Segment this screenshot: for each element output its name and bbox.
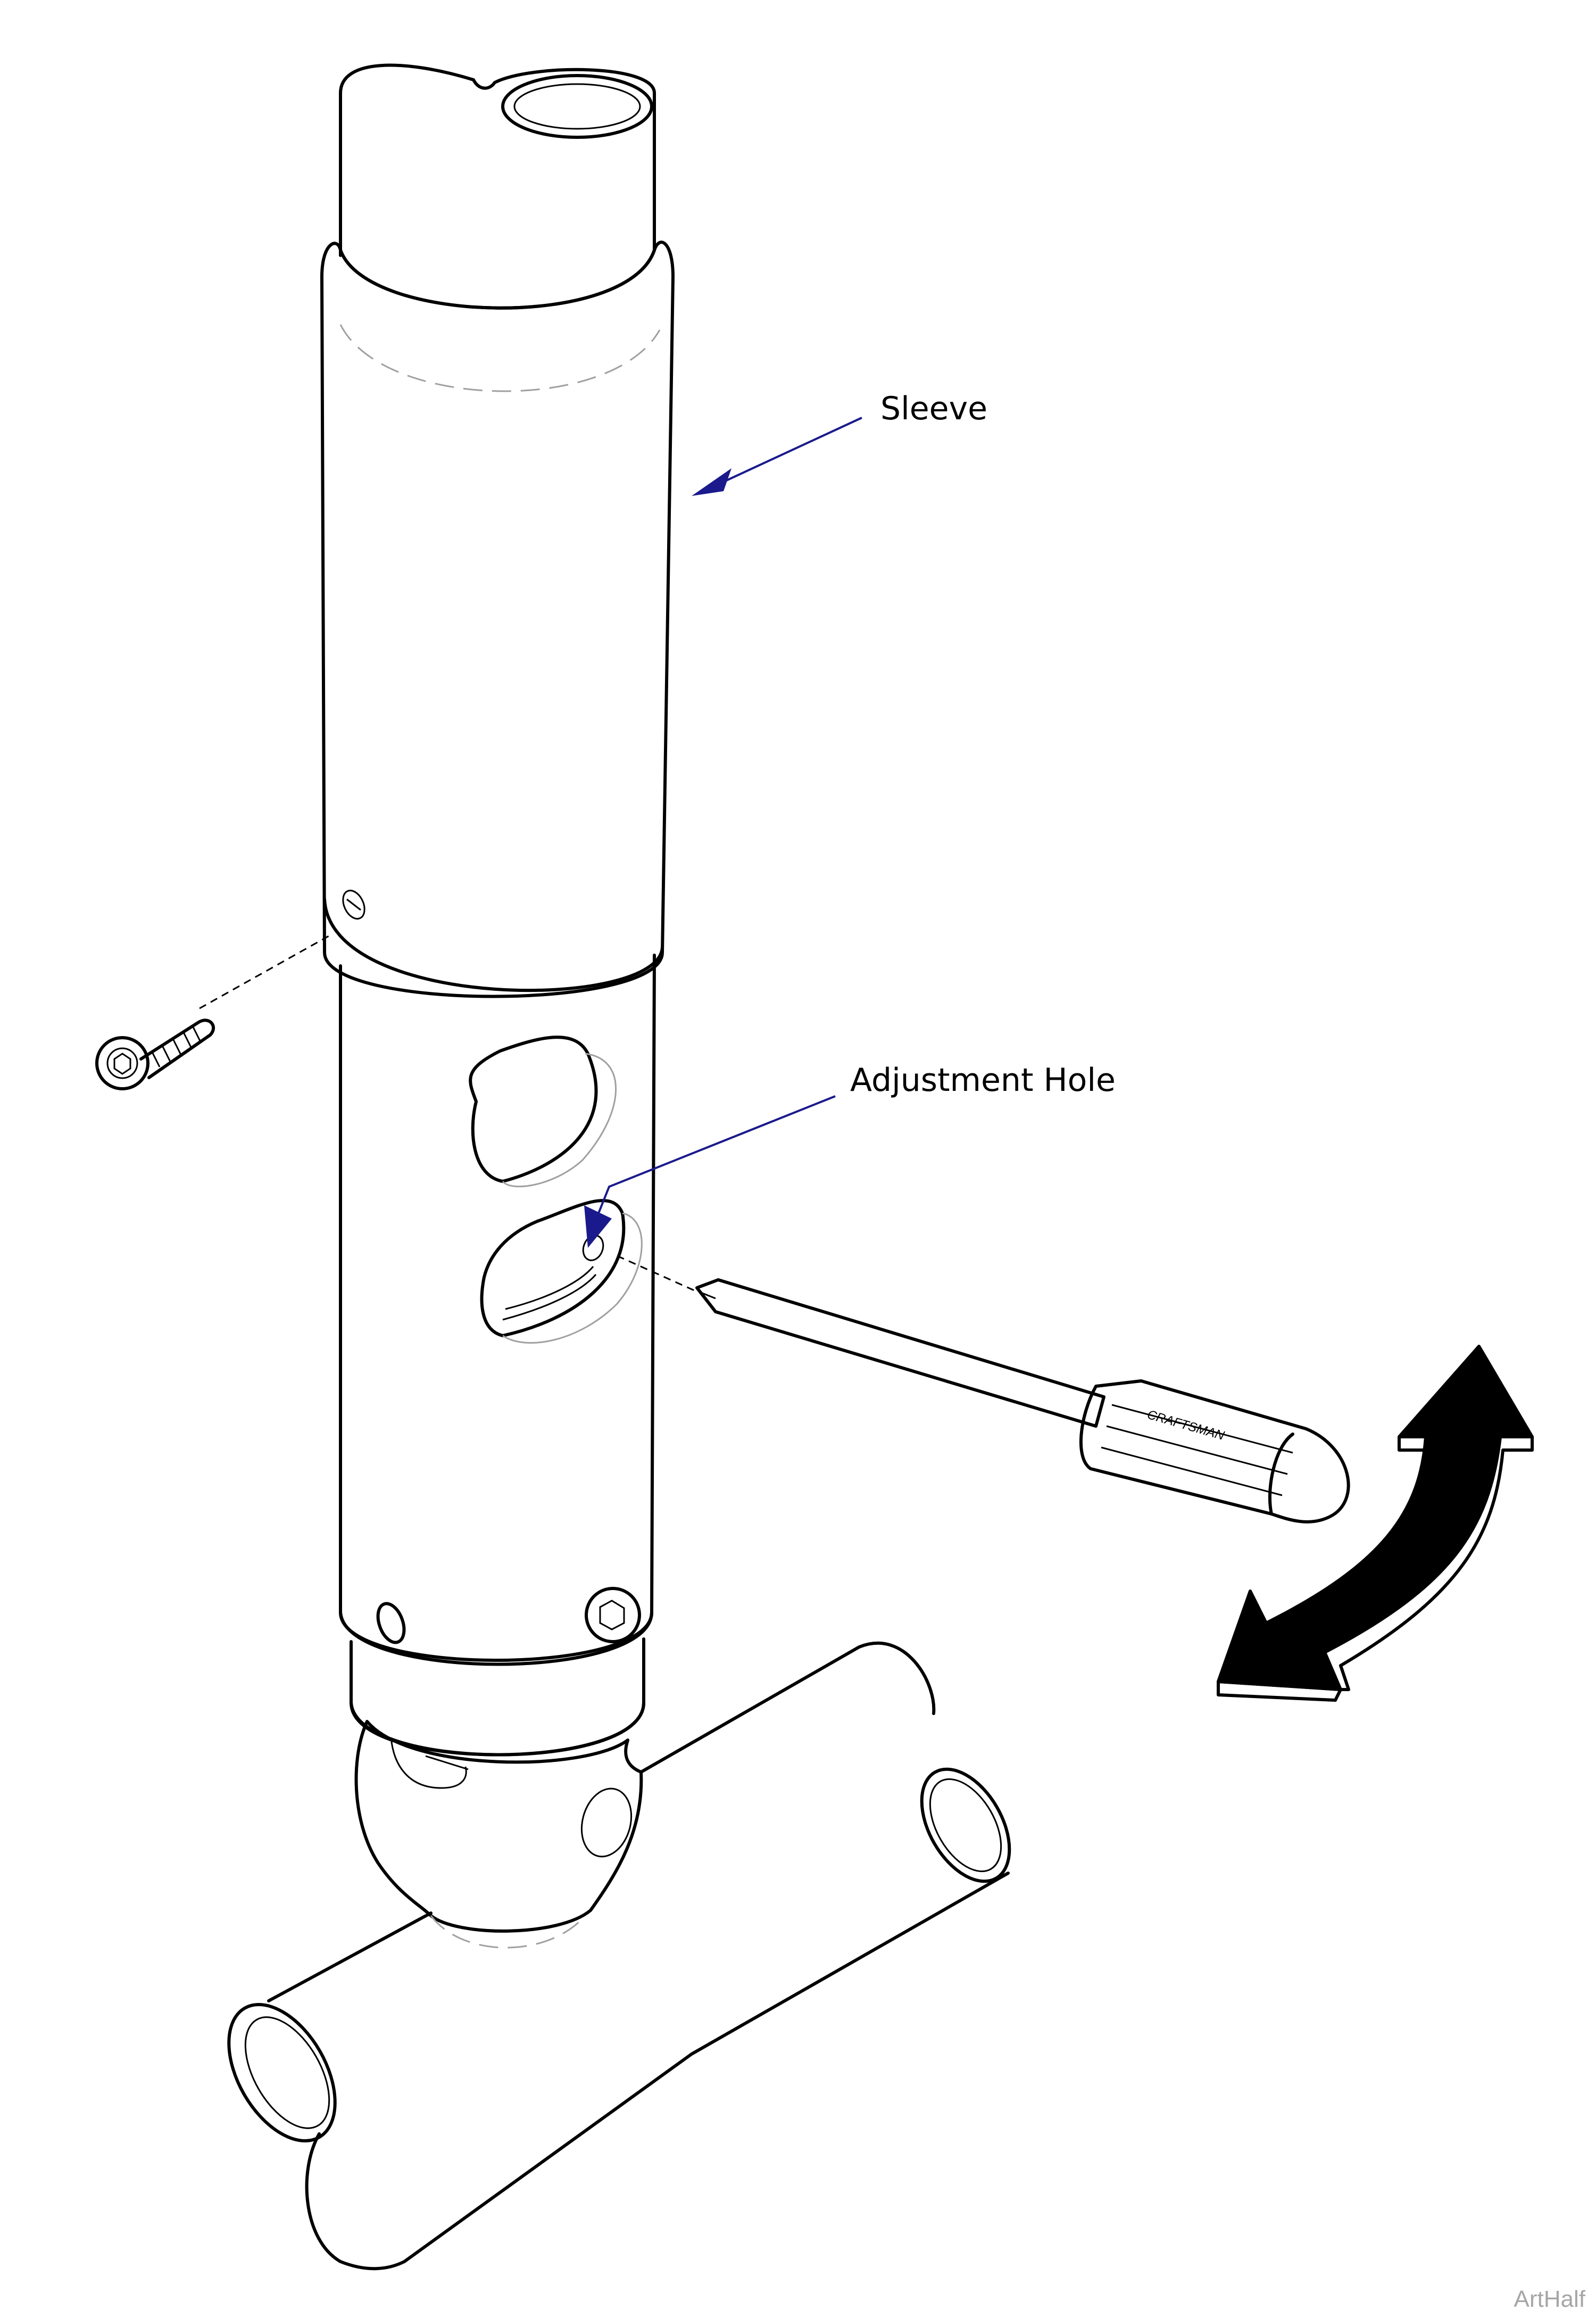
ball-joint [354,1720,643,1949]
sleeve [320,241,675,998]
sleeve-label: Sleeve [880,390,988,427]
leader-sleeve [692,417,862,496]
leader-adjustment-hole [584,1095,836,1248]
rotation-arrow-icon [1217,1345,1534,1702]
screwdriver: CRAFTSMAN [617,1255,1350,1524]
watermark: ArtHalf [1514,2286,1585,2312]
adjustment-hole-label: Adjustment Hole [850,1062,1116,1099]
screwdriver-brand: CRAFTSMAN [1145,1408,1226,1443]
base-tube [227,1641,1011,2271]
lower-tube [339,954,656,1666]
collar [350,1637,645,1757]
inner-tube-top [339,63,656,257]
removed-screw [95,933,333,1090]
